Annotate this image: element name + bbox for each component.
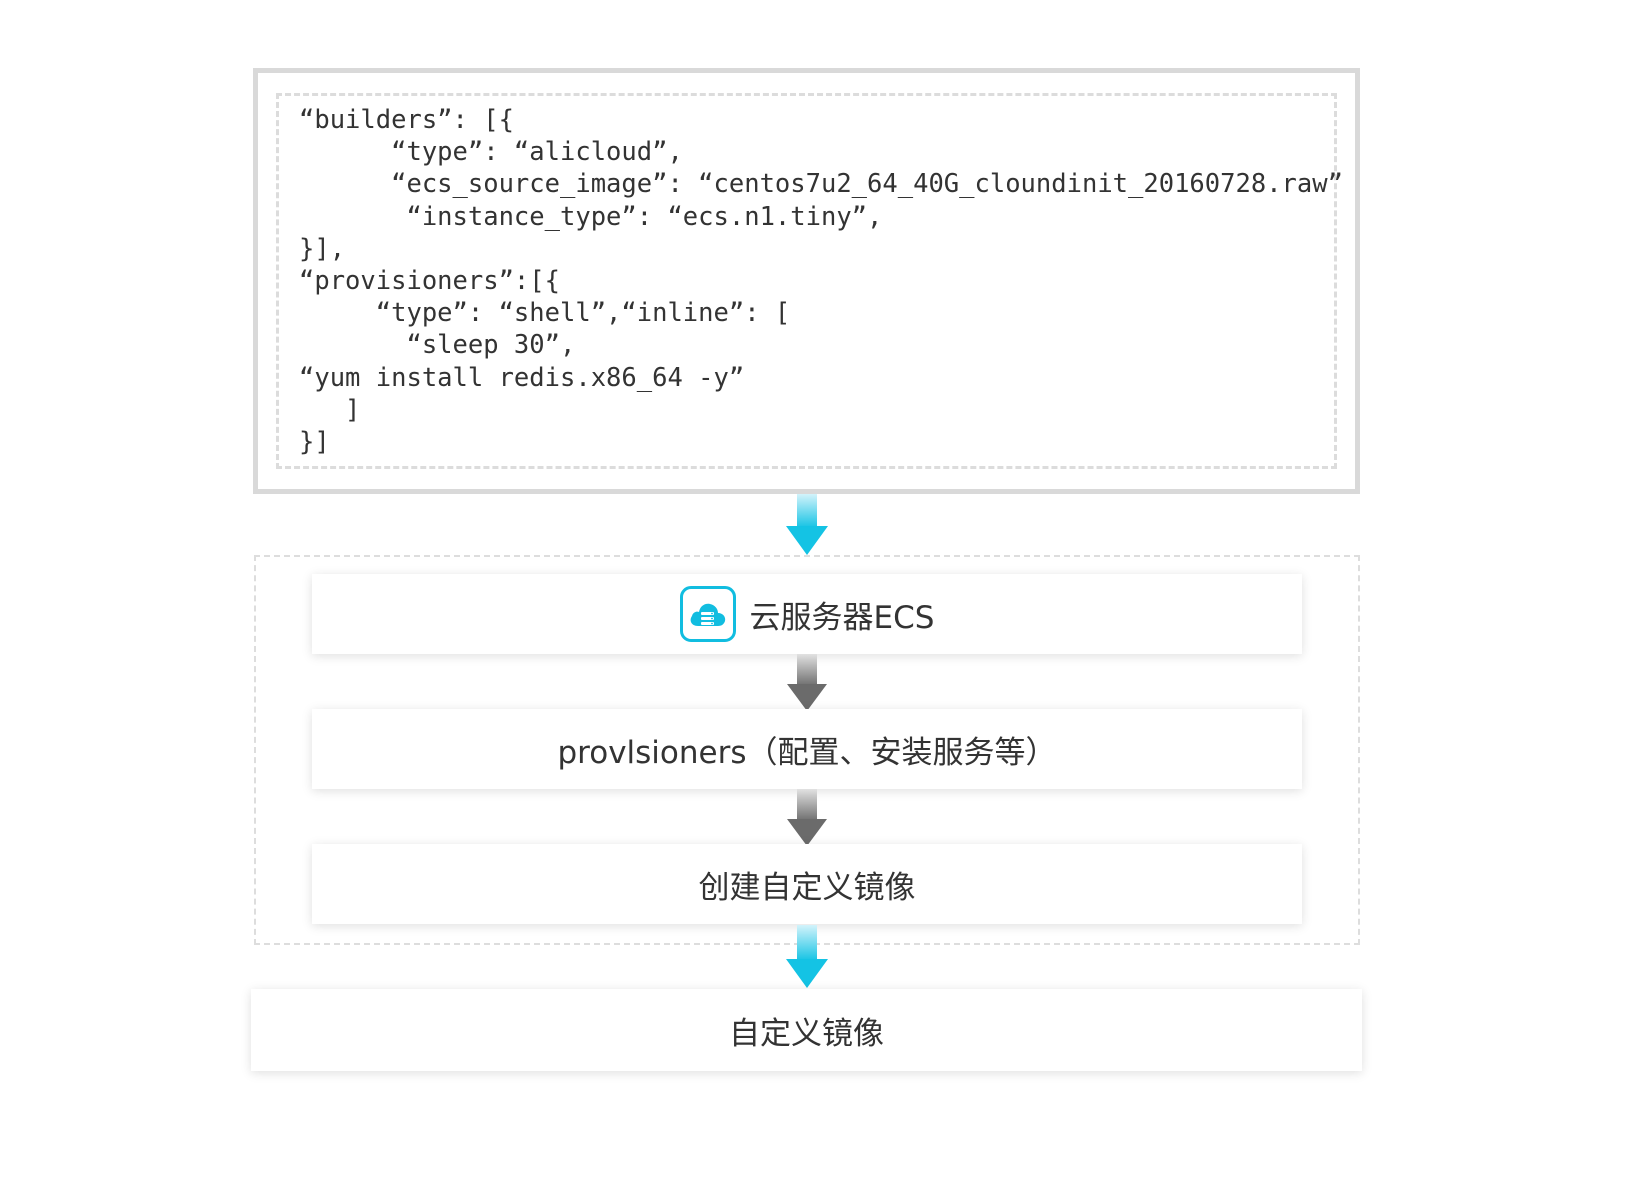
- code-line: “instance_type”: “ecs.n1.tiny”,: [299, 201, 883, 232]
- custom-image-result-label: 自定义镜像: [729, 1015, 884, 1052]
- code-line: “type”: “shell”,“inline”: [: [299, 298, 791, 329]
- create-image-step-label: 创建自定义镜像: [698, 869, 916, 906]
- gray-arrow-down-icon: [787, 789, 827, 846]
- code-line: }]: [299, 427, 330, 458]
- provisioners-step: provlsioners（配置、安装服务等）: [312, 709, 1302, 789]
- custom-image-result: 自定义镜像: [251, 989, 1362, 1071]
- code-line: “builders”: [{: [299, 105, 514, 135]
- code-line: “yum install redis.x86_64 -y”: [299, 362, 745, 393]
- cyan-arrow-down-icon: [786, 494, 828, 555]
- packer-config-dashed-frame: [276, 93, 1337, 469]
- code-line: ]: [299, 394, 361, 425]
- ecs-step-label: 云服务器ECS: [749, 599, 935, 636]
- gray-arrow-down-icon: [787, 654, 827, 711]
- ecs-step: 云服务器ECS: [312, 574, 1302, 654]
- packer-config-box: [253, 68, 1360, 494]
- packer-config-code: “builders”: [{ “type”: “alicloud”, “ecs_…: [299, 104, 1343, 458]
- code-line: “provisioners”:[{: [299, 266, 560, 297]
- code-line: “sleep 30”,: [299, 330, 576, 361]
- provisioners-step-label: provlsioners（配置、安装服务等）: [557, 734, 1057, 771]
- cyan-arrow-down-icon: [786, 925, 828, 988]
- code-line: }],: [299, 233, 346, 264]
- code-line: “ecs_source_image”: “centos7u2_64_40G_cl…: [299, 169, 1343, 200]
- code-line: “type”: “alicloud”,: [299, 137, 683, 168]
- cloud-server-icon: [679, 586, 736, 642]
- create-image-step: 创建自定义镜像: [312, 844, 1302, 924]
